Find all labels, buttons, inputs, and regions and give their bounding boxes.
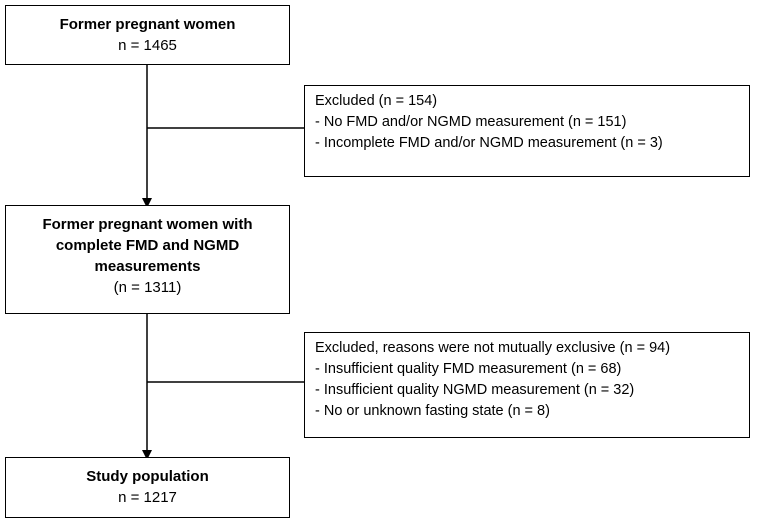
exclusion2-header: Excluded, reasons were not mutually excl… <box>315 340 671 356</box>
box-study-population: Study population n = 1217 <box>5 457 290 518</box>
box2-count: (n = 1311) <box>113 279 182 296</box>
exclusion2-item: - Insufficient quality NGMD measurement … <box>315 382 635 398</box>
exclusion2-item: - No or unknown fasting state (n = 8) <box>315 403 550 419</box>
box1-count: n = 1465 <box>118 37 177 54</box>
box3-title: Study population <box>86 468 209 485</box>
box-exclusion-2: Excluded, reasons were not mutually excl… <box>304 332 750 438</box>
box-exclusion-1: Excluded (n = 154) - No FMD and/or NGMD … <box>304 85 750 177</box>
box1-title: Former pregnant women <box>59 16 236 33</box>
exclusion1-item: - No FMD and/or NGMD measurement (n = 15… <box>315 114 627 130</box>
box2-title-line: complete FMD and NGMD <box>55 237 240 254</box>
box-former-pregnant-women: Former pregnant women n = 1465 <box>5 5 290 65</box>
box3-count: n = 1217 <box>118 489 177 506</box>
exclusion1-item: - Incomplete FMD and/or NGMD measurement… <box>315 135 663 151</box>
box-complete-measurements: Former pregnant women with complete FMD … <box>5 205 290 314</box>
box2-title-line: Former pregnant women with <box>42 216 253 233</box>
box2-title-line: measurements <box>94 258 201 275</box>
exclusion2-item: - Insufficient quality FMD measurement (… <box>315 361 622 377</box>
exclusion1-header: Excluded (n = 154) <box>315 93 438 109</box>
